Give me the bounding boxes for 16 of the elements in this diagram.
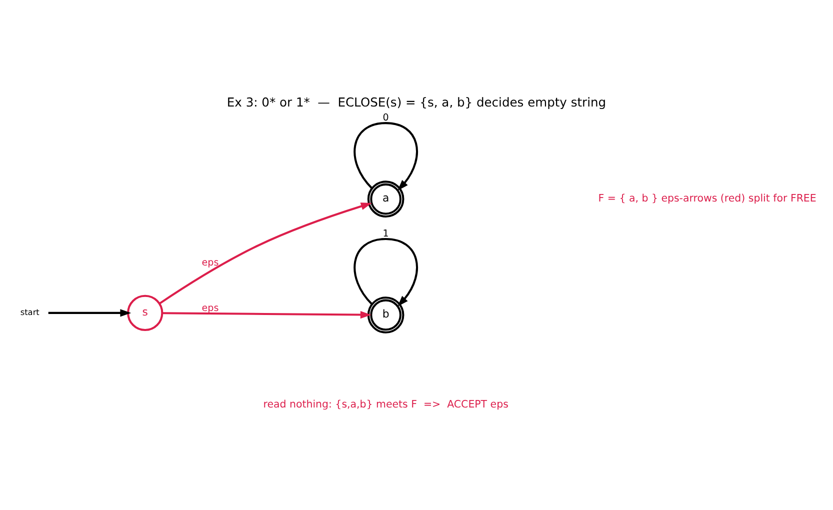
arrow [162, 310, 372, 318]
node-text: start [20, 306, 40, 317]
arrow [354, 237, 418, 306]
arrow [158, 202, 372, 304]
arrow [48, 308, 132, 316]
label: F = { a, b } eps-arrows (red) split for FREE [598, 192, 816, 204]
edge-label: 1 [382, 228, 389, 239]
edge-label: 0 [382, 112, 389, 123]
node-circle: s [127, 294, 164, 331]
node-circle: a [367, 180, 404, 217]
caption: read nothing: {s,a,b} meets F => ACCEPT eps [263, 398, 508, 410]
arrow [354, 122, 418, 190]
edge-label: eps [202, 256, 219, 268]
diagram-title: Ex 3: 0* or 1* — ECLOSE(s) = {s, a, b} decides empty string [226, 94, 606, 109]
node-circle: b [367, 296, 404, 333]
edge-label: eps [202, 302, 219, 314]
